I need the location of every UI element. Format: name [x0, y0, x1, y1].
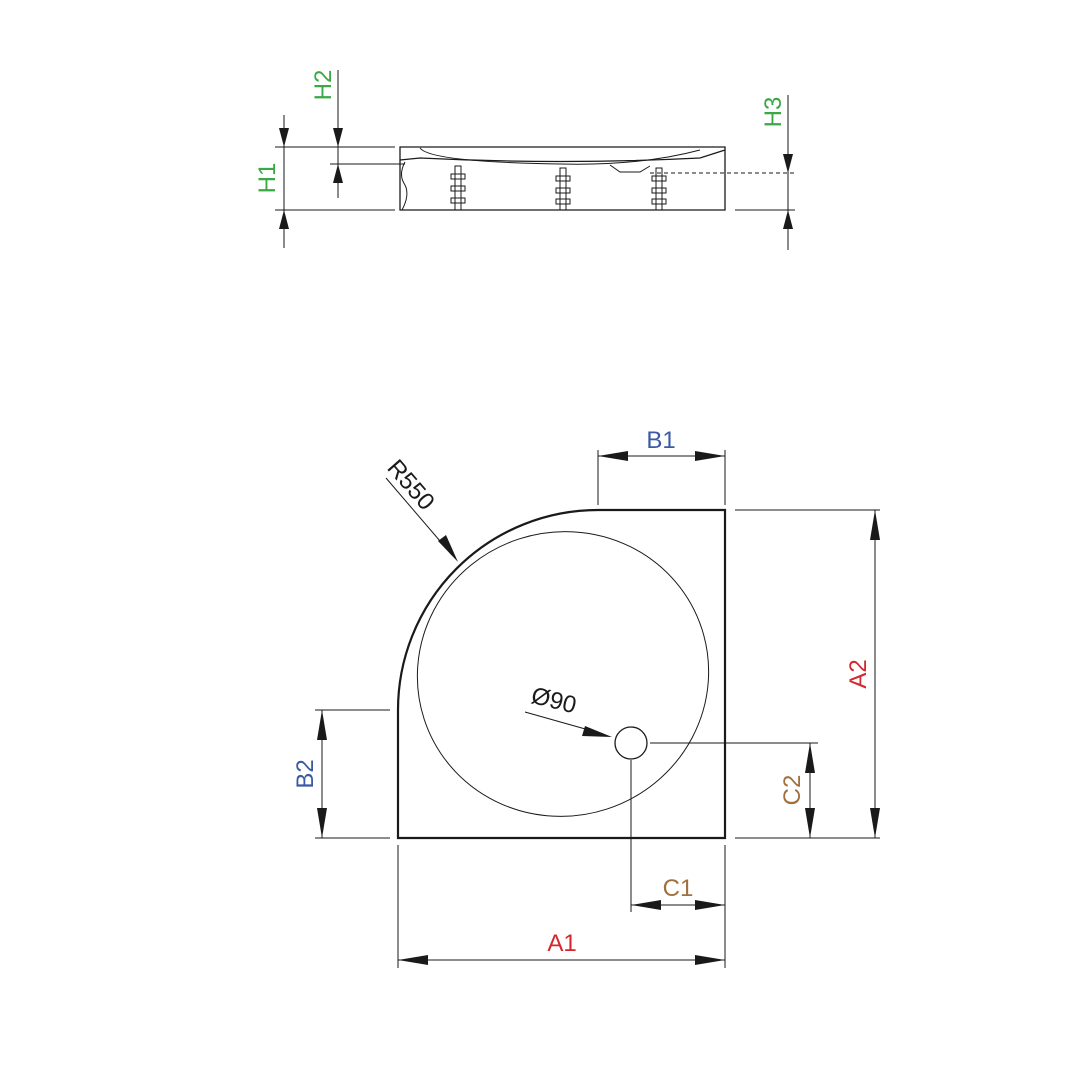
label-h1: H1 [254, 163, 281, 194]
tray-basin-curve [419, 147, 701, 165]
leg [450, 165, 466, 211]
tray-side-outline [399, 146, 726, 211]
tray-top-outline [396, 508, 727, 840]
drain-circle [614, 726, 648, 760]
label-a1: A1 [547, 930, 576, 957]
label-b2: B2 [292, 759, 319, 788]
dimension-h2: H2 [310, 70, 343, 198]
label-h2: H2 [310, 70, 337, 101]
label-drain-diameter: Ø90 [529, 682, 580, 719]
dimension-c2: C2 [779, 743, 815, 838]
label-h3: H3 [760, 97, 787, 128]
dimension-c1: C1 [631, 875, 725, 910]
dimension-b1: B1 [598, 427, 725, 461]
dimension-h1: H1 [254, 115, 289, 248]
dimension-a2: A2 [845, 510, 880, 838]
label-c2: C2 [779, 775, 806, 806]
dimension-a1: A1 [398, 930, 725, 965]
top-view: B1 A2 B2 C2 C1 [292, 427, 880, 968]
radius-callout: R550 [382, 455, 458, 562]
tray-rim [399, 149, 726, 163]
label-b1: B1 [646, 427, 675, 454]
dimension-b2: B2 [292, 710, 327, 838]
side-view: H1 H2 H3 [254, 70, 795, 250]
label-c1: C1 [663, 875, 694, 902]
label-a2: A2 [845, 659, 872, 688]
leg [651, 167, 667, 211]
drain-dip [609, 164, 651, 173]
dimension-h3: H3 [760, 95, 793, 250]
drain-diameter-callout: Ø90 [524, 682, 612, 737]
leg [555, 167, 571, 211]
support-legs [450, 165, 667, 211]
basin-inner-ellipse [416, 531, 710, 817]
break-line [401, 161, 408, 211]
